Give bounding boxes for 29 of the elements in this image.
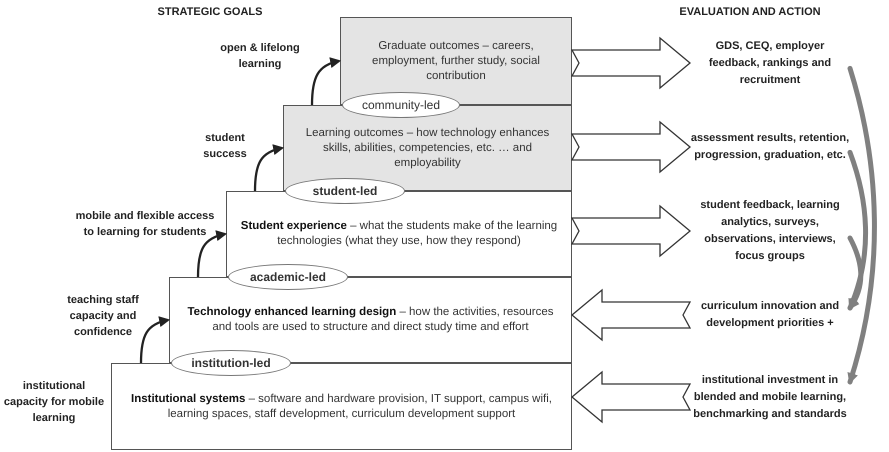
arrow [254, 144, 284, 192]
evaluation-text: student feedback, learning analytics, surveys, observations, interviews, focus groups [690, 196, 850, 266]
evaluation-text: institutional investment in blended and mobile learning, benchmarking and standards [690, 370, 850, 424]
block-arrow [570, 370, 692, 424]
curved-arrow [848, 236, 864, 310]
goal-text: student success [202, 131, 248, 162]
curved-arrow [847, 66, 877, 384]
goal-text: mobile and flexible access to learning for students [74, 209, 216, 240]
evaluation-text: curriculum innovation and development priorities + [690, 296, 850, 334]
block-arrow [570, 36, 692, 90]
step-text: Institutional systems – software and hardware provision, IT support, campus wifi, learning spaces, staff development, curriculum development support [130, 392, 553, 422]
column-heading: EVALUATION AND ACTION [678, 6, 822, 18]
step-text: Learning outcomes – how technology enhances skills, abilities, competencies, etc. … and employability [304, 126, 550, 170]
goal-text: open & lifelong learning [219, 41, 301, 72]
arrow [140, 316, 170, 364]
step-text: Technology enhanced learning design – how the activities, resources and tools are used to structure and direct study time and effort [186, 305, 554, 335]
block-arrow [570, 288, 692, 342]
block-arrow [570, 120, 692, 174]
curved-arrow [848, 150, 868, 310]
column-heading: STRATEGIC GOALS [156, 6, 264, 18]
evaluation-text: assessment results, retention, progression, graduation, etc. [690, 120, 850, 174]
evaluation-text: GDS, CEQ, employer feedback, rankings and recruitment [690, 36, 850, 90]
goal-text: institutional capacity for mobile learning [2, 379, 106, 426]
arrow [196, 230, 228, 278]
block-arrow [570, 204, 692, 258]
goal-text: teaching staff capacity and confidence [66, 293, 140, 340]
step-text: Student experience – what the students make of the learning technologies (what they use, how they respond) [240, 219, 558, 249]
step-text: Graduate outcomes – careers, employment, further study, social contribution [371, 38, 541, 84]
arrow [310, 58, 342, 106]
